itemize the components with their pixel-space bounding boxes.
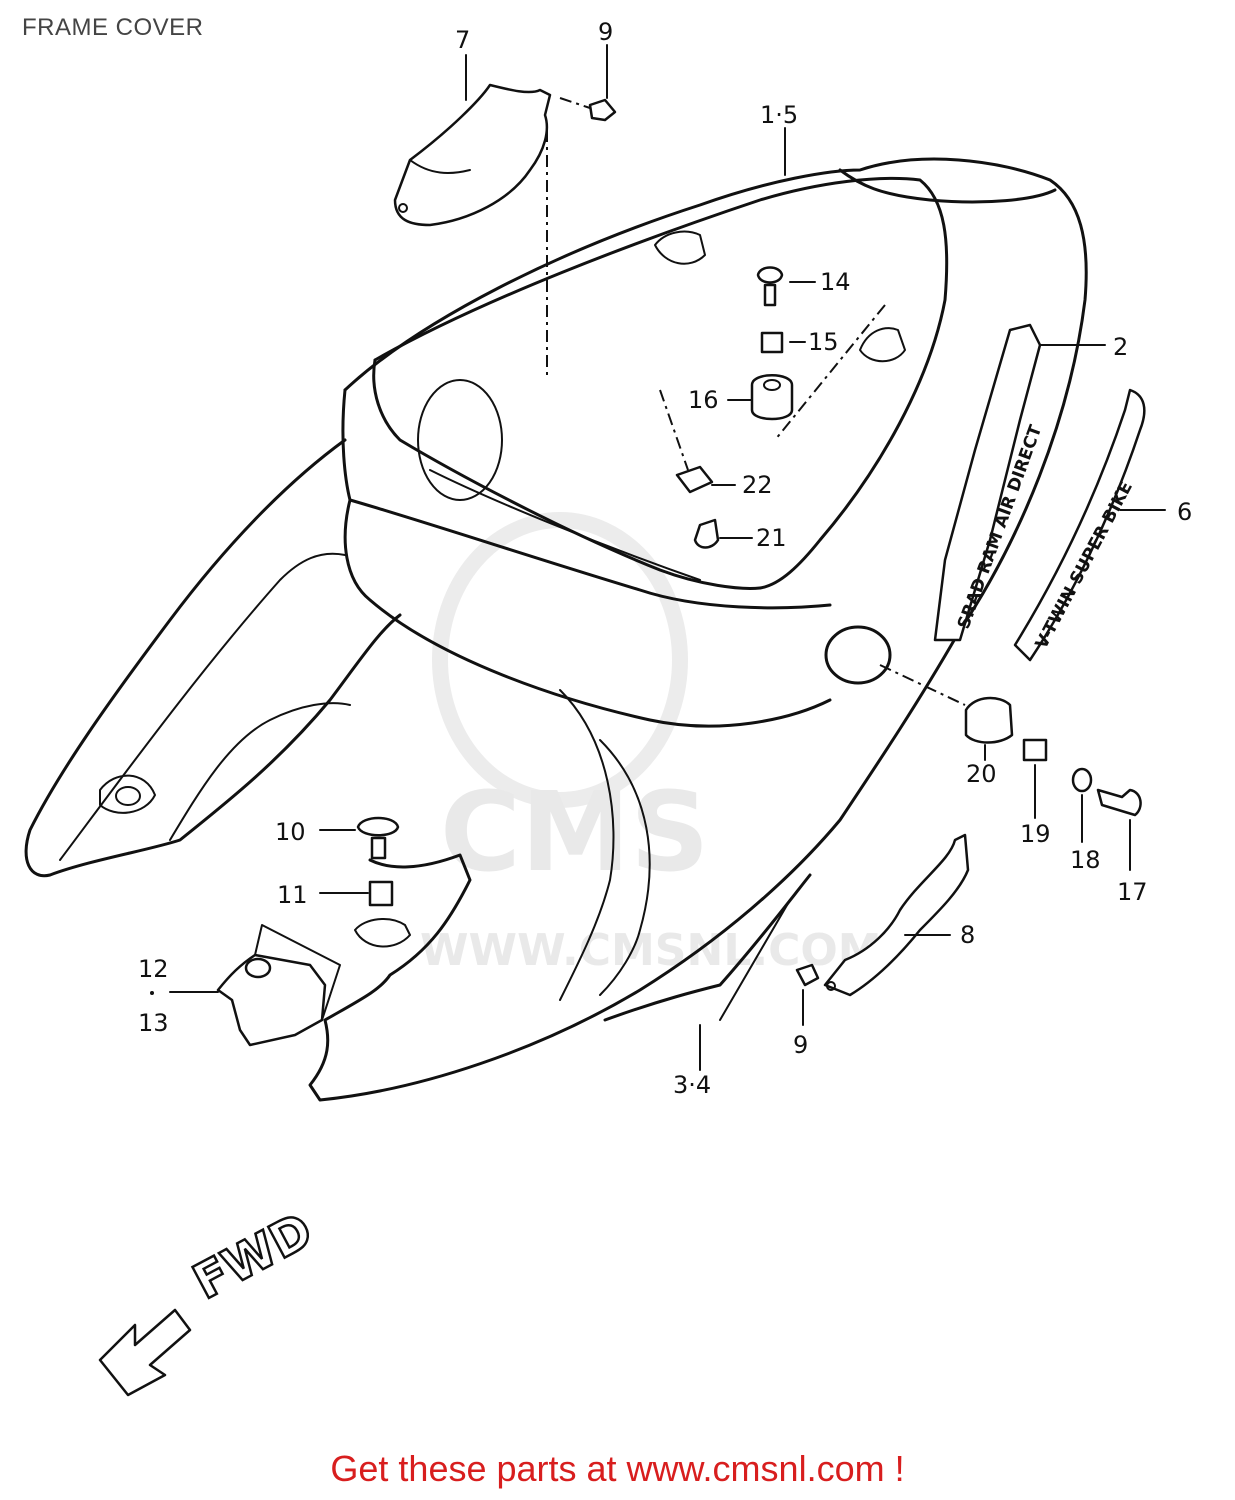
callout-9-top: 9 <box>598 18 613 46</box>
washer-18 <box>1071 767 1093 793</box>
screw-21 <box>693 518 720 549</box>
cmsnl-watermark: CMS WWW.CMSNL.COM <box>420 512 882 976</box>
grommet-20 <box>964 696 1014 744</box>
bracket-12-13 <box>216 924 341 1047</box>
screw-9-top <box>588 98 617 122</box>
screw-9-bottom <box>795 963 820 987</box>
callout-19: 19 <box>1020 820 1051 848</box>
callout-11: 11 <box>277 881 308 909</box>
callout-6: 6 <box>1177 498 1192 526</box>
screw-17 <box>1096 788 1142 817</box>
fwd-label: FWD <box>184 1202 321 1310</box>
seat-tail-cover <box>308 157 1088 1102</box>
part-callouts: 7 9 1·5 14 15 2 16 22 21 6 20 19 18 17 1… <box>138 18 1192 1099</box>
callout-3-4: 3·4 <box>673 1071 711 1099</box>
callout-15: 15 <box>808 328 839 356</box>
collar-19 <box>1022 738 1048 762</box>
callout-10: 10 <box>275 818 306 846</box>
callout-16: 16 <box>688 386 719 414</box>
screw-10 <box>356 816 400 860</box>
callout-22: 22 <box>742 471 773 499</box>
decal-6-text: V-TWIN SUPER BIKE <box>1032 478 1137 652</box>
callout-17: 17 <box>1117 878 1148 906</box>
fwd-arrow: FWD <box>98 1201 323 1397</box>
collar-11 <box>368 880 394 907</box>
callout-18: 18 <box>1070 846 1101 874</box>
bracket-7 <box>393 83 552 227</box>
callout-12: 12 <box>138 955 169 983</box>
collar-15 <box>760 331 784 354</box>
footer-link-text[interactable]: Get these parts at www.cmsnl.com ! <box>330 1448 905 1489</box>
watermark-logo-text: CMS <box>440 768 709 896</box>
grommet-16 <box>750 374 794 421</box>
leader-lines <box>169 44 1166 1071</box>
callout-2: 2 <box>1113 333 1128 361</box>
callout-13: 13 <box>138 1009 169 1037</box>
bracket-8 <box>823 833 970 997</box>
hardware-parts <box>356 98 1142 987</box>
callout-1-5: 1·5 <box>760 101 798 129</box>
nut-22 <box>675 465 714 494</box>
screw-14 <box>756 266 784 307</box>
callout-20: 20 <box>966 760 997 788</box>
decal-2: SRAD RAM AIR DIRECT <box>933 323 1046 642</box>
callout-21: 21 <box>756 524 787 552</box>
callout-9-bottom: 9 <box>793 1031 808 1059</box>
callout-7: 7 <box>455 26 470 54</box>
callout-8: 8 <box>960 921 975 949</box>
page-title: FRAME COVER <box>22 14 204 41</box>
callout-14: 14 <box>820 268 851 296</box>
frame-side-cover <box>24 438 812 1022</box>
